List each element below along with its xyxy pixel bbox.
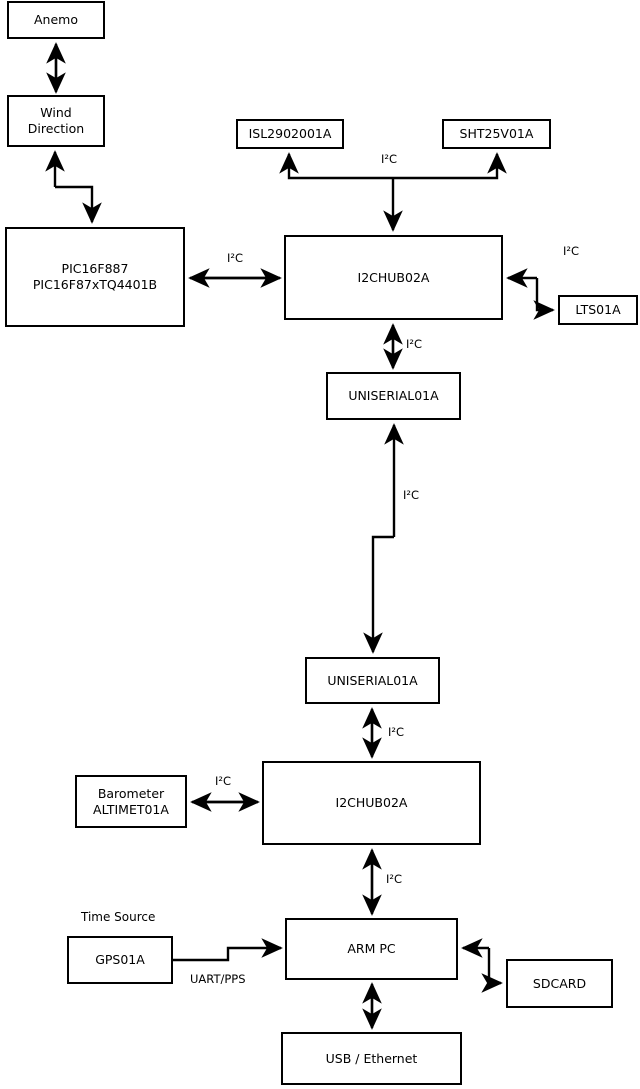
node-label: UNISERIAL01A [327, 672, 418, 688]
edge-label-i2c-uni-uni: I²C [403, 488, 420, 502]
node-label: PIC16F887 PIC16F87xTQ4401B [32, 261, 158, 292]
node-i2chub02a-top[interactable]: I2CHUB02A [284, 235, 503, 320]
connector-pic-wind [45, 150, 102, 224]
node-label: GPS01A [95, 952, 145, 968]
edge-label-uart-pps: UART/PPS [190, 972, 246, 986]
edge-label-i2c-hub-lts: I²C [563, 244, 580, 258]
connector-armpc-sdcard [461, 938, 503, 993]
node-anemo[interactable]: Anemo [7, 1, 105, 39]
connector-hub1-lts [506, 268, 555, 320]
node-wind-direction[interactable]: Wind Direction [7, 95, 105, 147]
node-label: SDCARD [532, 975, 587, 991]
node-label: I2CHUB02A [335, 795, 408, 811]
connector-hub1-isl-sht [279, 152, 507, 232]
node-gps01a[interactable]: GPS01A [67, 936, 173, 984]
edge-label-i2c-hub-uni: I²C [406, 337, 423, 351]
node-uniserial01a-bottom[interactable]: UNISERIAL01A [305, 657, 440, 704]
node-label: ISL2902001A [248, 126, 332, 142]
node-label: LTS01A [575, 302, 621, 318]
node-sht25v01a[interactable]: SHT25V01A [442, 119, 551, 149]
node-uniserial01a-top[interactable]: UNISERIAL01A [326, 372, 461, 420]
node-arm-pc[interactable]: ARM PC [285, 918, 458, 980]
edge-label-i2c-baro-hub2: I²C [215, 774, 232, 788]
node-i2chub02a-bottom[interactable]: I2CHUB02A [262, 761, 481, 845]
node-pic-mcu[interactable]: PIC16F887 PIC16F87xTQ4401B [5, 227, 185, 327]
edge-label-i2c-uni2-hub2: I²C [388, 725, 405, 739]
node-usb-ethernet[interactable]: USB / Ethernet [281, 1032, 462, 1085]
node-sdcard[interactable]: SDCARD [506, 959, 613, 1008]
node-label: Wind Direction [27, 105, 85, 136]
edge-label-i2c-hub-top: I²C [381, 152, 398, 166]
node-label: Barometer ALTIMET01A [93, 785, 169, 817]
label-time-source: Time Source [81, 910, 156, 924]
node-label: UNISERIAL01A [348, 388, 439, 404]
connector-uniserial1-uniserial2 [363, 423, 404, 654]
node-label: USB / Ethernet [325, 1050, 418, 1066]
node-isl2902001a[interactable]: ISL2902001A [236, 119, 344, 149]
edge-label-i2c-hub2-arm: I²C [386, 872, 403, 886]
node-barometer-altimet01a[interactable]: Barometer ALTIMET01A [75, 775, 187, 828]
node-lts01a[interactable]: LTS01A [558, 295, 638, 325]
connector-gps-armpc [173, 938, 283, 962]
node-label: SHT25V01A [459, 126, 534, 142]
node-label: ARM PC [347, 941, 396, 957]
edge-label-i2c-pic-hub: I²C [227, 251, 244, 265]
node-label: Anemo [34, 12, 78, 28]
node-label: I2CHUB02A [357, 269, 430, 285]
